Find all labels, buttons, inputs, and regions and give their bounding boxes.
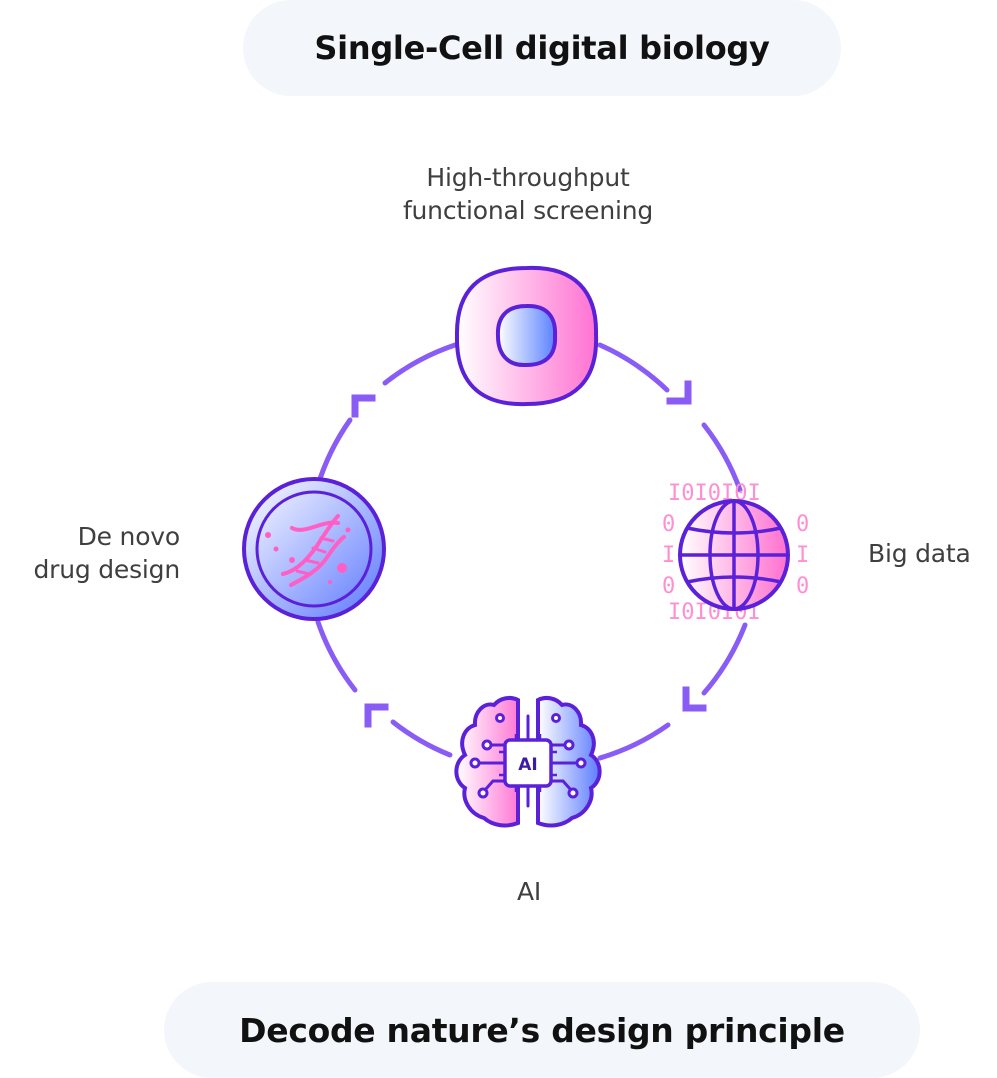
label-high-throughput-screening: High-throughput functional screening bbox=[360, 161, 696, 227]
label-left-line1: De novo bbox=[77, 522, 181, 551]
arrow-top-left-icon bbox=[351, 394, 376, 418]
header-title-pill: Single-Cell digital biology bbox=[243, 0, 841, 96]
arc-top-left bbox=[382, 342, 458, 386]
footer-title-pill: Decode nature’s design principle bbox=[164, 982, 920, 1078]
label-top-line2: functional screening bbox=[402, 196, 654, 225]
ai-chip bbox=[503, 738, 553, 788]
ai-chip-text: AI bbox=[518, 755, 537, 775]
arc-right-lower bbox=[701, 622, 748, 696]
cell-icon bbox=[454, 265, 599, 407]
arc-top-right bbox=[597, 342, 670, 393]
label-big-data: Big data bbox=[868, 539, 971, 568]
label-de-novo-drug-design: De novo drug design bbox=[0, 520, 180, 586]
dna-cell-icon bbox=[242, 477, 386, 621]
svg-text:0: 0 bbox=[796, 574, 809, 599]
arc-right-upper bbox=[701, 422, 743, 493]
globe-binary-icon: I0I0I0I I0I0I0I 0 I 0 0 I 0 bbox=[662, 481, 809, 625]
arc-bottom-left bbox=[390, 719, 453, 758]
label-top-line1: High-throughput bbox=[426, 163, 630, 192]
svg-text:0: 0 bbox=[662, 512, 675, 537]
label-left-line2: drug design bbox=[33, 555, 180, 584]
arc-bottom-right bbox=[597, 722, 671, 761]
arrow-top-right-icon bbox=[666, 380, 692, 405]
svg-text:0: 0 bbox=[796, 512, 809, 537]
arrow-bottom-left-icon bbox=[364, 703, 389, 728]
label-ai: AI bbox=[516, 877, 542, 906]
ai-brain-icon: AI bbox=[454, 695, 602, 828]
arc-left-lower bbox=[315, 619, 358, 693]
svg-text:I: I bbox=[796, 543, 809, 568]
arrow-bottom-right-icon bbox=[682, 686, 707, 712]
header-title: Single-Cell digital biology bbox=[314, 29, 770, 67]
arc-left-upper bbox=[315, 417, 353, 488]
svg-text:I: I bbox=[662, 543, 675, 568]
svg-text:0: 0 bbox=[662, 574, 675, 599]
footer-title: Decode nature’s design principle bbox=[239, 1010, 845, 1050]
